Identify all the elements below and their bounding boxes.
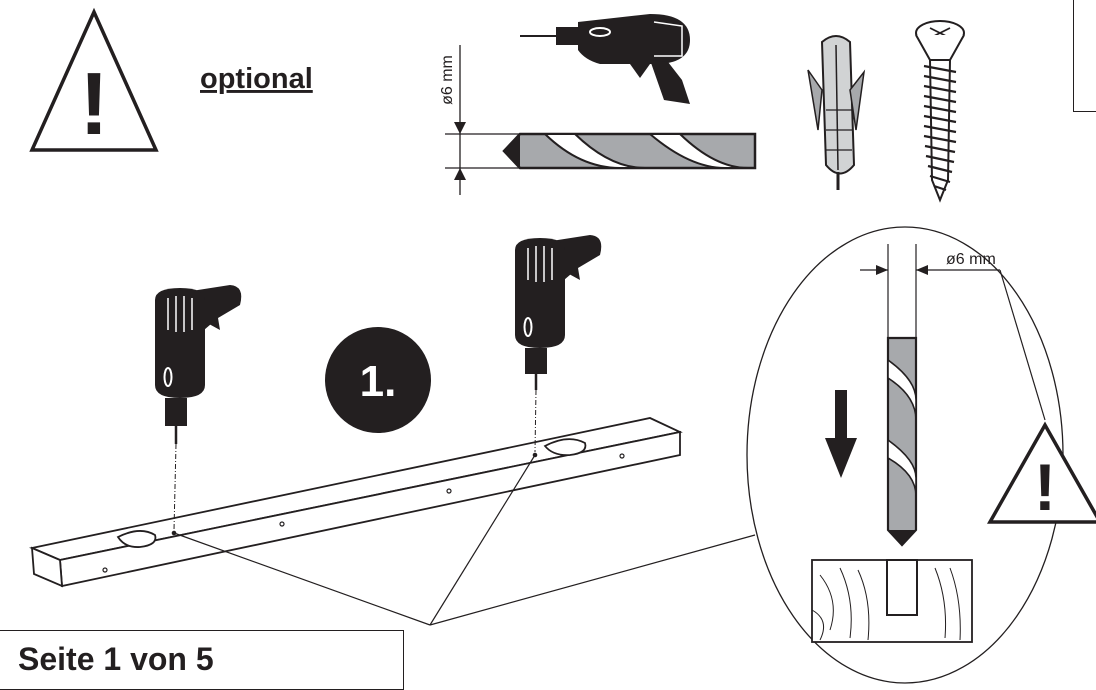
page-label: Seite 1 von 5 (18, 641, 214, 677)
cropped-box (1073, 0, 1096, 112)
screw-icon (915, 20, 965, 203)
detail-diameter-label: ø6 mm (946, 251, 996, 268)
warning-triangle-icon: ! (986, 421, 1096, 524)
drill-icon (515, 235, 602, 453)
callout-lines (173, 454, 756, 626)
drill-icon (520, 14, 690, 104)
page-indicator: Seite 1 von 5 (0, 630, 404, 690)
warning-triangle-icon: ! (29, 7, 159, 153)
drill-icon (155, 285, 242, 531)
optional-label: optional (200, 63, 313, 95)
wooden-rail (29, 417, 683, 588)
drill-bit-diameter-label: ø6 mm (439, 55, 456, 105)
step-number: 1. (360, 357, 397, 406)
arrow-down-icon (825, 390, 857, 478)
warning-symbol: ! (79, 54, 108, 153)
drill-bit-icon (445, 45, 757, 195)
wall-plug-icon (807, 35, 866, 190)
warning-symbol: ! (1034, 450, 1056, 524)
drill-depth-detail (746, 226, 1064, 684)
step-number-badge: 1. (325, 327, 431, 433)
